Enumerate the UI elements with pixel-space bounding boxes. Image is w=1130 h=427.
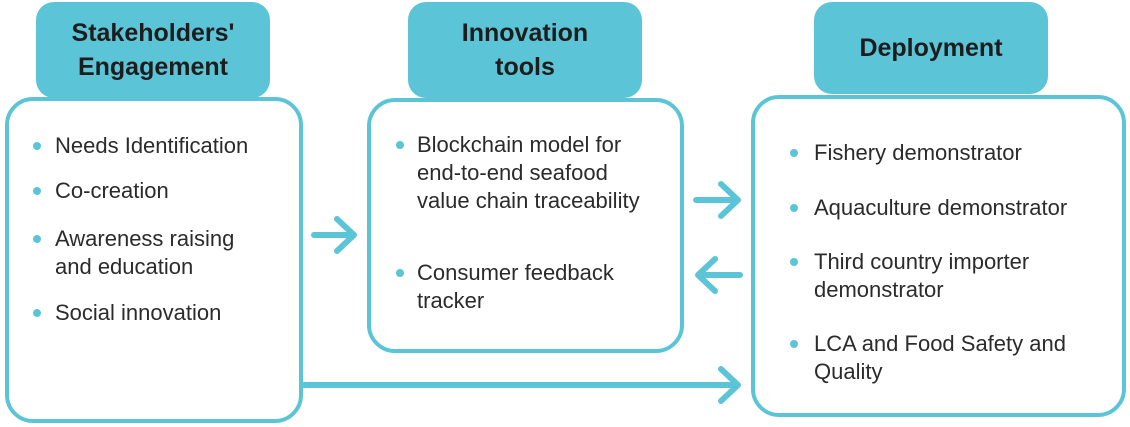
bullet <box>33 187 41 195</box>
bullet <box>790 204 798 212</box>
bullet <box>33 142 41 150</box>
item-aquaculture-demonstrator: Aquaculture demonstrator <box>814 195 1068 220</box>
innovation-tools-header: Innovation tools <box>408 2 642 98</box>
item-third-country-importer: Third country importer demonstrator <box>814 249 1030 302</box>
deployment-header: Deployment <box>814 2 1048 94</box>
item-awareness-raising: Awareness raising and education <box>55 226 235 279</box>
bullet <box>396 269 404 277</box>
bullet <box>790 340 798 348</box>
item-lca-food-safety: LCA and Food Safety and Quality <box>814 331 1066 384</box>
bullet <box>33 235 41 243</box>
deployment-box <box>751 95 1126 417</box>
item-co-creation: Co-creation <box>55 178 169 203</box>
arrow-tools-to-deployment <box>693 181 741 219</box>
bullet <box>396 141 404 149</box>
item-blockchain-model: Blockchain model for end-to-end seafood … <box>417 132 640 213</box>
stakeholders-engagement-box <box>5 97 303 423</box>
item-consumer-feedback-tracker: Consumer feedback tracker <box>417 260 614 313</box>
item-needs-identification: Needs Identification <box>55 133 249 158</box>
arrow-stakeholders-to-tools <box>311 216 357 254</box>
arrow-stakeholders-to-deployment <box>301 366 741 404</box>
bullet <box>33 309 41 317</box>
bullet <box>790 258 798 266</box>
arrow-deployment-to-tools <box>695 256 743 294</box>
stakeholders-engagement-header: Stakeholders' Engagement <box>36 2 270 98</box>
bullet <box>790 149 798 157</box>
item-fishery-demonstrator: Fishery demonstrator <box>814 140 1022 165</box>
innovation-tools-box <box>367 98 684 353</box>
item-social-innovation: Social innovation <box>55 300 222 325</box>
